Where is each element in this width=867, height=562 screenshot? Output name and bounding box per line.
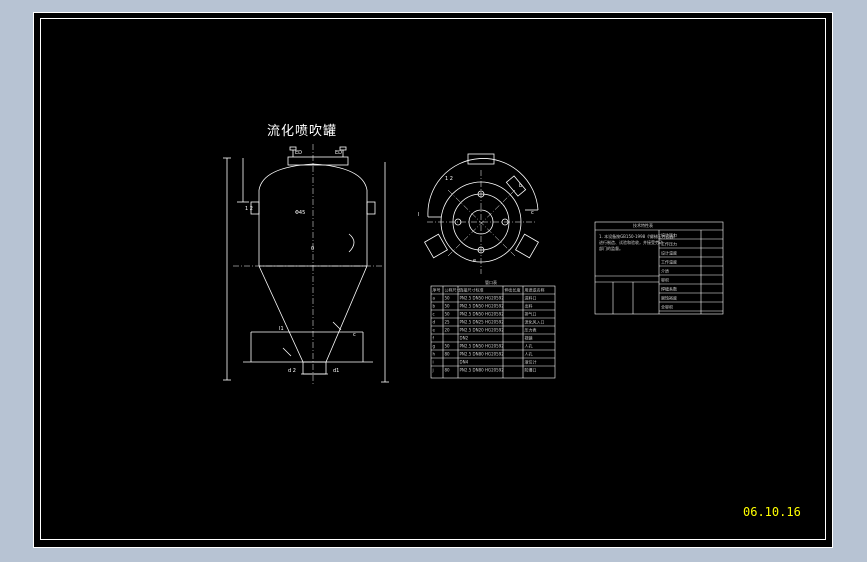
nozzle-table-cell: i [433, 360, 434, 365]
nozzle-table-cell: b [433, 304, 436, 309]
nozzle-table-title: 管口表 [485, 279, 497, 285]
nozzle-table-cell: j [432, 368, 434, 373]
drawing-title: 流化喷吹罐 [267, 124, 338, 139]
svg-text:I: I [418, 212, 419, 218]
nozzle-table-cell: a [433, 296, 436, 301]
nozzle-table-cell: 20 [445, 328, 451, 333]
nozzle-table-cell: h [433, 352, 436, 357]
nozzle-table-cell: 人孔 [525, 351, 533, 357]
nozzle-table-cell: 50 [445, 312, 451, 317]
nozzle-table-cell: 人孔 [525, 343, 533, 349]
spec-table-row-label: 设计压力 [661, 232, 677, 238]
svg-text:部门的监督。: 部门的监督。 [599, 245, 623, 251]
nozzle-table-cell: g [433, 344, 436, 349]
nozzle-table-cell: DN2 [460, 336, 469, 341]
spec-table-row-label: 容积 [661, 277, 669, 283]
nozzle-table-cell: 50 [445, 344, 451, 349]
nozzle-table-header-cell: 伸出长度 [505, 287, 521, 293]
nozzle-table-cell: f [433, 336, 435, 341]
spec-table-row-label: 焊缝系数 [661, 286, 677, 292]
svg-text:I1: I1 [279, 326, 284, 332]
vessel-plan-view: I 1 2 c b e [418, 153, 539, 274]
nozzle-table-cell: 50 [445, 304, 451, 309]
nozzle-table-cell: 50 [445, 296, 451, 301]
drawing-border-inner [40, 18, 826, 540]
spec-table-row-label: 腐蚀裕度 [661, 295, 677, 301]
nozzle-table-cell: PN2.5 DN50 HG20592 [460, 304, 505, 309]
svg-text:Φ45: Φ45 [295, 210, 305, 216]
svg-text:d 2: d 2 [288, 368, 296, 374]
svg-text:1 2: 1 2 [445, 176, 453, 182]
vessel-elevation-view: 1 2 Φ45 0 I1 d 2 d1 c ED ED [223, 144, 389, 384]
nozzle-table-header-cell: 用途或名称 [525, 287, 545, 293]
nozzle-table-cell: PN2.5 DN50 HG20592 [460, 296, 505, 301]
nozzle-table-cell: 出料 [525, 303, 533, 309]
svg-text:1 2: 1 2 [245, 206, 253, 212]
spec-table-row-label: 介质 [661, 268, 669, 274]
spec-table-row-label: 设计温度 [661, 250, 677, 256]
svg-text:ED: ED [335, 150, 342, 156]
nozzle-table-cell: 80 [445, 352, 451, 357]
nozzle-table-cell: PN2.5 DN50 HG20592 [460, 312, 505, 317]
drawing-border-outer [33, 12, 833, 548]
spec-table-row-label: 工作温度 [661, 259, 677, 265]
nozzle-table-cell: PN2.5 DN20 HG20592 [460, 328, 505, 333]
nozzle-table-header-cell: 序号 [433, 287, 441, 293]
nozzle-table-cell: 视镜 [525, 335, 533, 341]
nozzle-table-cell: c [433, 312, 435, 317]
svg-text:1. 本设备按GB150-1998《钢制压力容器》: 1. 本设备按GB150-1998《钢制压力容器》 [599, 233, 677, 239]
svg-text:ED: ED [295, 150, 302, 156]
nozzle-table-cell: 80 [445, 368, 451, 373]
nozzle-table-cell: 防爆口 [525, 367, 537, 373]
svg-text:c: c [531, 210, 534, 216]
nozzle-table-header-cell: 连接尺寸标准 [460, 287, 484, 293]
spec-table-row-label: 全容积 [661, 304, 673, 310]
nozzle-table-cell: 进料口 [525, 295, 537, 301]
svg-text:d1: d1 [333, 368, 339, 374]
svg-text:b: b [519, 183, 522, 189]
nozzle-table-cell: PN2.5 DN80 HG20592 [460, 368, 505, 373]
nozzle-table-cell: PN2.5 DN80 HG20592 [460, 352, 505, 357]
drawing-date: 06.10.16 [743, 505, 801, 519]
nozzle-table-cell: 液位计 [525, 359, 537, 365]
svg-text:e: e [473, 258, 476, 264]
nozzle-table-cell: e [433, 328, 436, 333]
svg-text:进行制造、试验和验收，并接受劳动: 进行制造、试验和验收，并接受劳动 [599, 239, 663, 245]
nozzle-table-cell: 排气口 [525, 311, 537, 317]
svg-text:0: 0 [311, 246, 314, 252]
nozzle-table-cell: 压力表 [525, 327, 537, 333]
nozzle-table-cell: 流化风入口 [525, 319, 545, 325]
drawing-viewport[interactable]: 流化喷吹罐 06.10.16 [33, 12, 833, 548]
nozzle-table-cell: PN2.5 DN50 HG20592 [460, 344, 505, 349]
nozzle-table-cell: d [433, 320, 436, 325]
nozzle-table-cell: DN4 [460, 360, 469, 365]
spec-table-row-label: 工作压力 [661, 241, 677, 247]
nozzle-table-cell: 25 [445, 320, 451, 325]
nozzle-table-cell: PN2.5 DN25 HG20592 [460, 320, 505, 325]
spec-table-title: 技术特性表 [633, 222, 653, 228]
nozzle-table-header-cell: 公称尺寸 [445, 287, 461, 293]
svg-text:c: c [353, 332, 356, 338]
